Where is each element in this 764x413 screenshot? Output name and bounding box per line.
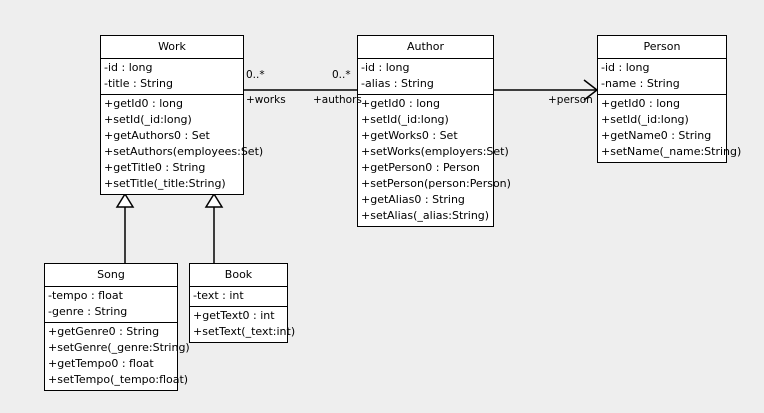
class-attributes-song: -tempo : float -genre : String: [45, 287, 177, 323]
class-operations-song: +getGenre0 : String +setGenre(_genre:Str…: [45, 323, 190, 390]
class-box-book[interactable]: Book -text : int +getText0 : int +setTex…: [189, 263, 296, 343]
operation-row: +setName(_name:String): [601, 145, 742, 158]
attribute-row: -alias : String: [361, 77, 434, 90]
class-operations-author: +getId0 : long +setId(_id:long) +getWork…: [358, 95, 511, 226]
class-attributes-book: -text : int: [190, 287, 287, 307]
attribute-row: -id : long: [601, 61, 650, 74]
class-operations-work: +getId0 : long +setId(_id:long) +getAuth…: [101, 95, 264, 194]
class-name-person: Person: [598, 36, 726, 59]
operation-row: +setGenre(_genre:String): [48, 341, 190, 354]
operation-row: +getId0 : long: [601, 97, 680, 110]
class-name-work: Work: [101, 36, 243, 59]
class-name-song: Song: [45, 264, 177, 287]
operation-row: +getId0 : long: [104, 97, 183, 110]
class-attributes-work: -id : long -title : String: [101, 59, 243, 95]
operation-row: +getName0 : String: [601, 129, 712, 142]
operation-row: +getText0 : int: [193, 309, 275, 322]
generalization-triangle-song: [115, 192, 135, 208]
class-operations-person: +getId0 : long +setId(_id:long) +getName…: [598, 95, 742, 162]
class-box-author[interactable]: Author -id : long -alias : String +getId…: [357, 35, 511, 227]
class-box-work[interactable]: Work -id : long -title : String +getId0 …: [100, 35, 264, 195]
operation-row: +setPerson(person:Person): [361, 177, 511, 190]
operation-row: +getId0 : long: [361, 97, 440, 110]
class-operations-book: +getText0 : int +setText(_text:int): [190, 307, 296, 342]
multiplicity-work-side: 0..*: [246, 69, 265, 81]
operation-row: +getPerson0 : Person: [361, 161, 480, 174]
operation-row: +setId(_id:long): [104, 113, 192, 126]
class-attributes-person: -id : long -name : String: [598, 59, 726, 95]
class-attributes-author: -id : long -alias : String: [358, 59, 493, 95]
attribute-row: -id : long: [361, 61, 410, 74]
operation-row: +getAlias0 : String: [361, 193, 465, 206]
multiplicity-author-side: 0..*: [332, 69, 351, 81]
generalization-triangle-book: [204, 192, 224, 208]
operation-row: +setWorks(employers:Set): [361, 145, 509, 158]
operation-row: +getTempo0 : float: [48, 357, 154, 370]
role-authors: +authors: [313, 94, 362, 106]
operation-row: +setText(_text:int): [193, 325, 296, 338]
attribute-row: -genre : String: [48, 305, 128, 318]
attribute-row: -tempo : float: [48, 289, 123, 302]
operation-row: +getWorks0 : Set: [361, 129, 458, 142]
operation-row: +setId(_id:long): [361, 113, 449, 126]
class-name-book: Book: [190, 264, 287, 287]
operation-row: +getTitle0 : String: [104, 161, 206, 174]
class-box-person[interactable]: Person -id : long -name : String +getId0…: [597, 35, 742, 163]
role-person: +person: [548, 94, 593, 106]
attribute-row: -text : int: [193, 289, 244, 302]
attribute-row: -title : String: [104, 77, 174, 90]
operation-row: +getAuthors0 : Set: [104, 129, 210, 142]
operation-row: +setId(_id:long): [601, 113, 689, 126]
attribute-row: -name : String: [601, 77, 680, 90]
operation-row: +setAuthors(employees:Set): [104, 145, 264, 158]
attribute-row: -id : long: [104, 61, 153, 74]
class-box-song[interactable]: Song -tempo : float -genre : String +get…: [44, 263, 190, 391]
class-name-author: Author: [358, 36, 493, 59]
operation-row: +setTitle(_title:String): [104, 177, 226, 190]
operation-row: +getGenre0 : String: [48, 325, 160, 338]
operation-row: +setAlias(_alias:String): [361, 209, 490, 222]
role-works: +works: [246, 94, 286, 106]
operation-row: +setTempo(_tempo:float): [48, 373, 189, 386]
